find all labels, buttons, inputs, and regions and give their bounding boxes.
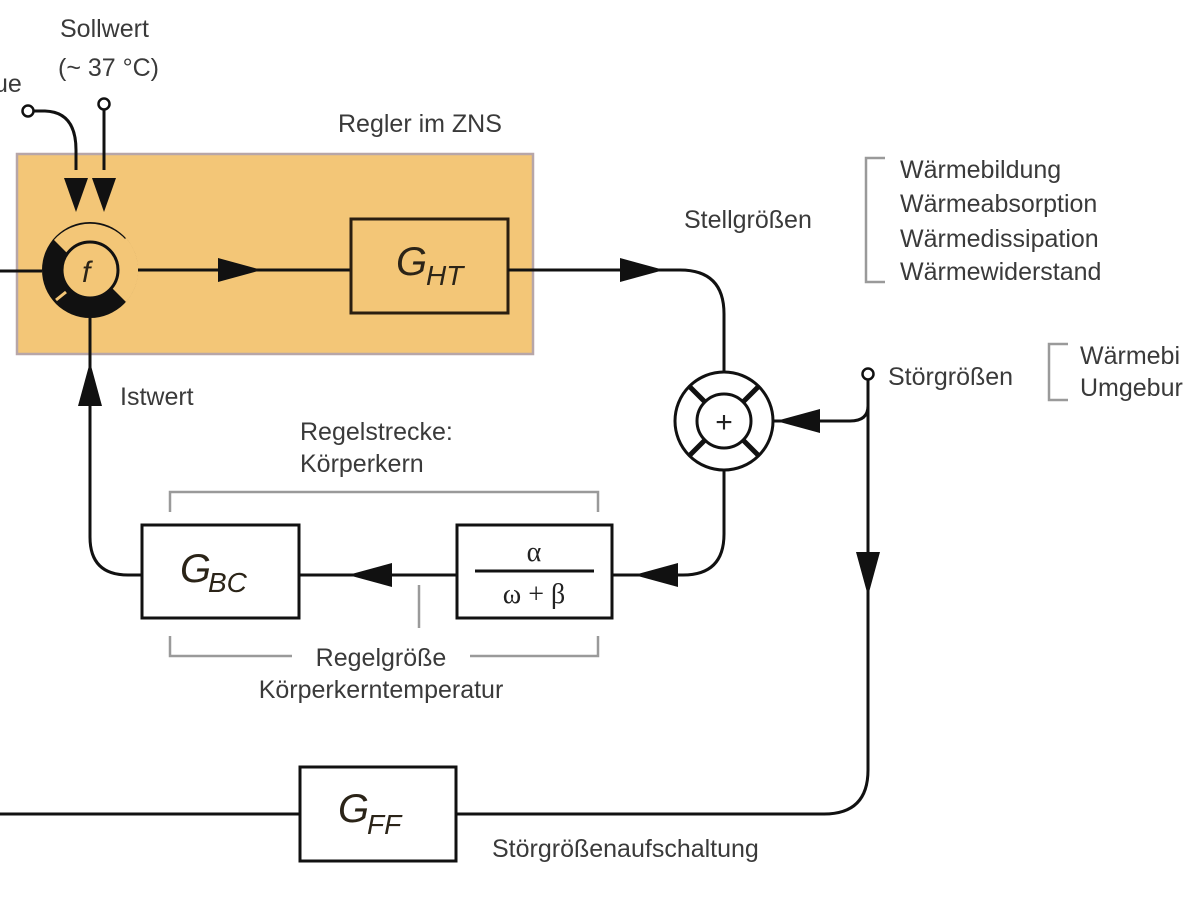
input-terminal-left <box>21 104 35 118</box>
block-g-bc-main: G <box>180 547 211 591</box>
actuating-item-3: Wärmedissipation <box>900 225 1099 253</box>
block-g-bc-sub: BC <box>208 567 248 598</box>
transfer-denominator: ω + β <box>503 579 565 610</box>
actuating-item-4: Wärmewiderstand <box>900 258 1101 286</box>
setpoint-arrowhead <box>92 178 116 212</box>
feedforward-wire <box>456 406 870 816</box>
disturbance-terminal <box>861 367 875 381</box>
disturbance-item-2: Umgebur <box>1080 374 1183 402</box>
feedforward-label: Störgrößenaufschaltung <box>492 835 759 863</box>
summing-junction: + <box>673 370 775 472</box>
input-left-wire <box>34 109 78 170</box>
feedforward-arrowhead <box>856 552 880 596</box>
setpoint-label: Sollwert <box>60 15 149 43</box>
setpoint-terminal <box>97 97 111 111</box>
block-g-ff <box>298 765 458 863</box>
block-g-ht-sub: HT <box>426 260 465 291</box>
block-g-bc <box>140 523 301 620</box>
actuating-label: Stellgrößen <box>684 206 812 234</box>
plant-internal-arrowhead <box>348 563 392 587</box>
actuating-wire <box>508 268 726 372</box>
actual-value-label: Istwert <box>120 383 194 411</box>
plant-title-line2: Körperkern <box>300 450 424 478</box>
actuating-bracket <box>864 156 885 284</box>
controlled-variable-bracket-right <box>470 636 600 658</box>
sum-output-wire <box>612 470 726 577</box>
controller-title: Regler im ZNS <box>338 110 502 138</box>
controlled-variable-line2: Körperkerntemperatur <box>259 676 504 704</box>
feedback-arrowhead <box>78 362 102 406</box>
function-symbol: f <box>82 256 93 289</box>
disturbance-bracket <box>1047 342 1068 402</box>
block-g-ht <box>349 217 510 315</box>
actuating-arrowhead <box>620 258 664 282</box>
comparator-f: f <box>42 222 139 318</box>
block-g-ff-main: G <box>338 787 369 831</box>
summing-symbol: + <box>715 406 733 439</box>
disturbance-item-1: Wärmebi <box>1080 342 1180 370</box>
block-g-ht-main: G <box>396 240 427 284</box>
block-g-ff-sub: FF <box>367 809 403 840</box>
actuating-item-2: Wärmeabsorption <box>900 190 1097 218</box>
disturbance-arrowhead <box>776 409 820 433</box>
disturbance-label: Störgrößen <box>888 363 1013 391</box>
plant-bracket-top <box>168 490 600 512</box>
input-left-arrowhead <box>64 178 88 212</box>
sum-output-arrowhead <box>634 563 678 587</box>
actuating-item-1: Wärmebildung <box>900 156 1061 184</box>
setpoint-value: (~ 37 °C) <box>58 54 159 82</box>
transfer-numerator: α <box>527 537 542 568</box>
comparator-output-arrowhead <box>218 258 262 282</box>
disturbance-to-sum-wire <box>773 380 870 423</box>
truncated-input-label: ue <box>0 70 22 98</box>
controlled-variable-bracket-left <box>168 636 292 658</box>
feedback-wire <box>88 318 142 577</box>
plant-title-line1: Regelstrecke: <box>300 418 453 446</box>
controlled-variable-line1: Regelgröße <box>316 644 447 672</box>
